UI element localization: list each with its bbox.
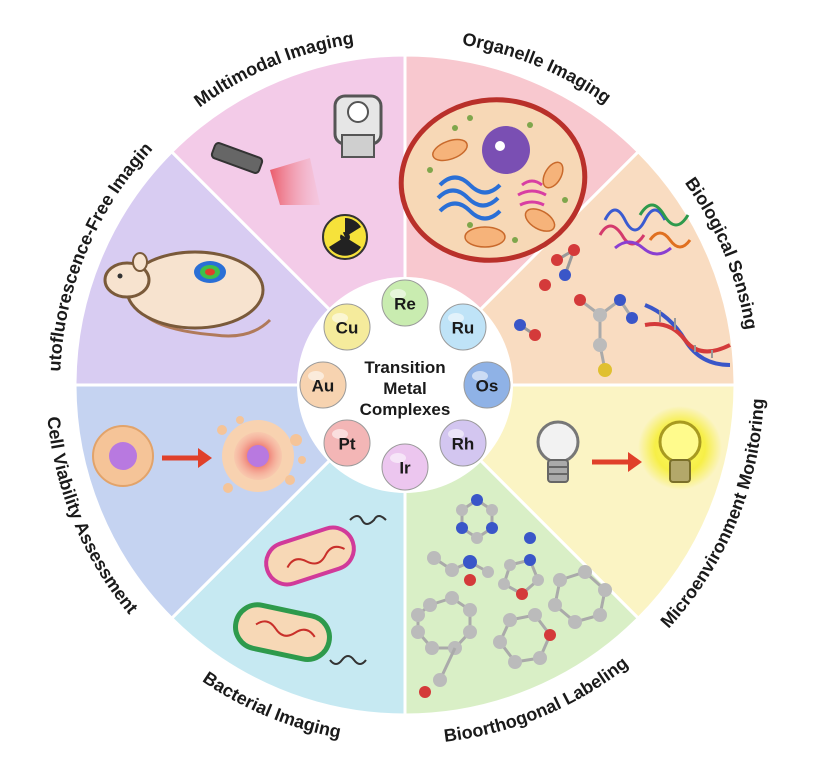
bacterium-icon-lower xyxy=(233,602,367,665)
metal-bubble-rh: Rh xyxy=(439,419,487,467)
metal-highlight xyxy=(447,313,464,324)
center-title-line2: Metal xyxy=(383,379,426,398)
bulb-on-icon xyxy=(638,406,722,490)
mri-scanner-icon xyxy=(333,94,383,158)
metal-highlight xyxy=(447,428,464,439)
metal-symbol: Os xyxy=(476,377,499,396)
metal-bubble-cu: Cu xyxy=(323,303,371,351)
mouse-icon xyxy=(103,250,272,338)
metal-symbol: Pt xyxy=(339,434,356,453)
small-molecule-icon xyxy=(514,244,580,341)
radiation-icon xyxy=(322,214,368,260)
center-title-line1: Transition xyxy=(364,358,445,377)
metal-highlight xyxy=(308,371,324,381)
cysteine-molecule-icon xyxy=(574,294,638,377)
protein-structure-icon xyxy=(598,203,692,256)
metal-highlight xyxy=(390,453,406,463)
center-title-line3: Complexes xyxy=(360,400,451,419)
metal-bubble-au: Au xyxy=(299,361,347,409)
metal-bubble-ru: Ru xyxy=(439,303,487,351)
metal-highlight xyxy=(332,428,349,439)
metal-symbol: Re xyxy=(394,295,416,314)
bacterium-icon-upper xyxy=(264,515,387,587)
arrow-right-icon xyxy=(162,448,212,468)
cell-organelle-icon xyxy=(398,97,588,263)
metal-highlight xyxy=(390,289,406,299)
metal-highlight xyxy=(332,313,349,324)
metal-symbol: Au xyxy=(312,377,335,396)
dna-helix-icon xyxy=(644,303,731,367)
triazine-molecule-icon xyxy=(456,494,498,544)
healthy-cell-icon xyxy=(92,425,154,487)
azide-molecule-icon xyxy=(427,551,494,586)
metal-bubble-ir: Ir xyxy=(381,443,429,491)
metal-symbol: Cu xyxy=(336,319,359,338)
metal-bubble-re: Re xyxy=(381,279,429,327)
metal-symbol: Rh xyxy=(452,434,475,453)
arrow-right-icon xyxy=(592,452,642,472)
laser-pointer-icon xyxy=(210,142,320,205)
cyclooctyne-molecule-icon xyxy=(411,591,477,698)
tetrazine-ring-molecule-icon xyxy=(493,565,612,669)
metal-bubble-pt: Pt xyxy=(323,419,371,467)
isoxazole-molecule-icon xyxy=(498,532,544,600)
dying-cell-icon xyxy=(217,416,306,493)
metal-symbol: Ir xyxy=(399,459,411,478)
bulb-off-icon xyxy=(536,420,580,483)
center-layer: Transition Metal Complexes xyxy=(360,358,451,419)
metal-bubble-os: Os xyxy=(463,361,511,409)
metal-highlight xyxy=(472,371,488,381)
metal-symbol: Ru xyxy=(452,319,475,338)
